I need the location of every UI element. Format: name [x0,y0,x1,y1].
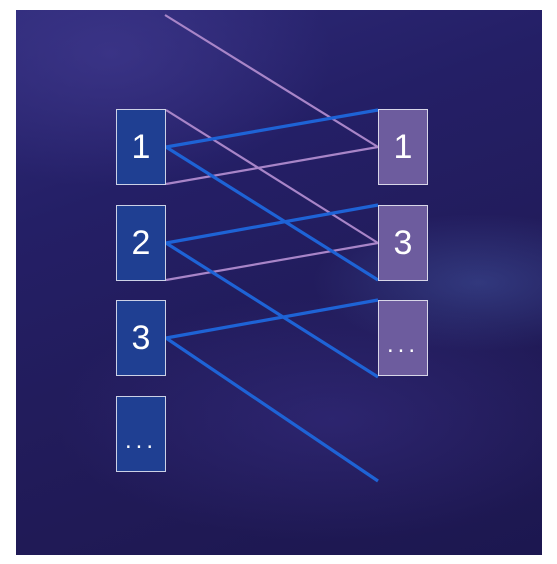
right-node-1: 1 [378,109,428,185]
blue-link [165,336,379,483]
right-node-more: ... [378,300,428,376]
blue-link [165,108,379,149]
purple-link [165,145,379,186]
left-node-more: ... [116,396,166,472]
blue-link [165,145,379,282]
left-node-1: 1 [116,109,166,185]
right-node-3: 3 [378,205,428,281]
right-node-label: 3 [393,224,413,262]
left-node-label: 1 [131,128,151,166]
blue-link [165,298,379,340]
left-node-2: 2 [116,205,166,281]
left-node-label: 3 [131,319,151,357]
left-node-3: 3 [116,300,166,376]
connection-lines [164,14,379,483]
blue-link [165,203,379,245]
blue-link [165,241,379,379]
purple-link [165,109,379,244]
left-node-label: 2 [131,224,151,262]
right-node-label: ... [386,331,419,358]
purple-link [164,14,379,148]
right-node-label: 1 [393,128,413,166]
purple-link [165,241,379,282]
left-node-label: ... [124,427,157,454]
diagram-panel: 1 2 3 ... 1 3 ... [16,10,542,555]
